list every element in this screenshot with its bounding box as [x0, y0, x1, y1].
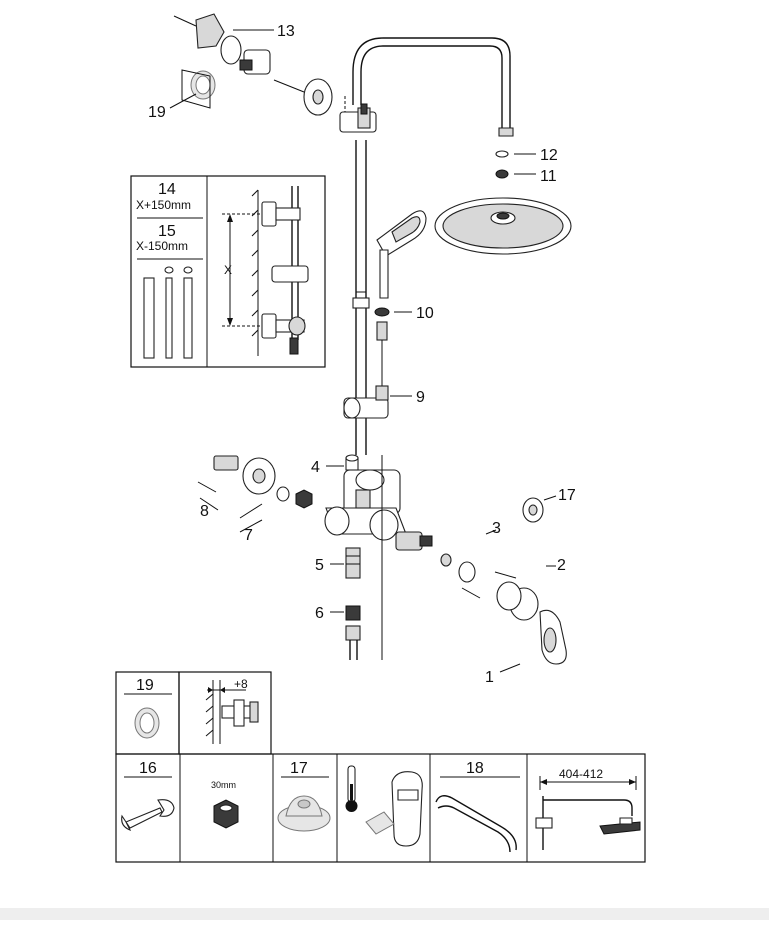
mixer-lever-icon	[365, 771, 423, 847]
callout-3: 3	[492, 520, 501, 537]
cover-cap-icon	[277, 795, 331, 832]
callout-8: 8	[200, 503, 209, 520]
wall-rosette-upper	[303, 78, 333, 116]
detail-box-nut: 30mm	[211, 780, 239, 829]
shower-arm-icon	[435, 795, 517, 853]
thermostat-body	[324, 469, 407, 541]
extension-pipes	[143, 266, 193, 359]
callout-12: 12	[540, 147, 558, 164]
hand-shower-holder-9	[343, 385, 389, 419]
lower-hose	[349, 455, 383, 660]
callout-7: 7	[244, 527, 253, 544]
shower-head	[434, 197, 572, 255]
detail-box-arm-reach: 404-412	[535, 767, 641, 850]
callout-11: 11	[540, 168, 557, 185]
s-union-8	[213, 455, 276, 495]
nut-6	[345, 605, 361, 641]
dimension-x-label: X	[224, 263, 232, 277]
handle-lever-1	[539, 609, 567, 665]
hose-nut-10	[374, 307, 390, 390]
extension-inset: 14 X+150mm 15 X-150mm	[130, 175, 326, 368]
detail-box-17-number: 17	[290, 760, 308, 777]
hand-shower	[376, 210, 427, 299]
seal-washer-12	[495, 150, 509, 158]
callout-1: 1	[485, 669, 494, 686]
inset-riser	[261, 186, 309, 355]
detail-box-19-number: 19	[136, 677, 154, 694]
wrench-icon	[121, 799, 175, 832]
callout-5: 5	[315, 557, 324, 574]
limit-stop-3	[440, 553, 517, 599]
detail-row-bottom	[115, 753, 646, 863]
wall-mount-13	[173, 13, 305, 93]
arm-reach-value: 404-412	[559, 767, 603, 781]
callout-2: 2	[557, 557, 566, 574]
detail-box-temperature	[345, 765, 423, 847]
detail-box-16: 16	[121, 760, 175, 832]
inset-item-14: 14	[158, 181, 176, 198]
inset-item-14-text: X+150mm	[136, 198, 191, 212]
dimension-x: X	[222, 213, 262, 327]
callout-13: 13	[277, 23, 295, 40]
inset-item-15-text: X-150mm	[136, 239, 188, 253]
callout-labels: 13 19 12 11 10 9 4 17 8 3 7 2 5 6 1	[148, 23, 576, 686]
detail-box-18: 18	[435, 760, 520, 853]
detail-box-18-number: 18	[466, 760, 484, 777]
check-valve-5	[345, 547, 361, 579]
detail-box-16-number: 16	[139, 760, 157, 777]
escutcheon-2	[496, 581, 539, 621]
callout-6: 6	[315, 605, 324, 622]
nut-size-label: 30mm	[211, 780, 236, 790]
cover-cap-17	[522, 497, 544, 523]
seal-washer-11	[495, 169, 509, 179]
callout-9: 9	[416, 389, 425, 406]
page-bottom-strip	[0, 908, 769, 920]
callout-10: 10	[416, 305, 434, 322]
callout-19: 19	[148, 104, 166, 121]
callout-4: 4	[311, 459, 320, 476]
cap-4	[345, 454, 359, 471]
detail-box-17: 17	[277, 760, 331, 832]
wall-bracket-upper	[339, 96, 377, 133]
detail-box-19: 19	[115, 671, 180, 755]
thermometer-icon	[345, 765, 358, 812]
arm-with-head-icon	[535, 796, 641, 850]
detail-box-offset: +8	[178, 671, 272, 755]
spacer-ring-19	[190, 70, 216, 100]
leader-lines	[169, 29, 557, 673]
inset-item-15: 15	[158, 223, 176, 240]
nut-seal-7	[276, 486, 313, 509]
offset-value: +8	[234, 677, 248, 691]
inset-wall	[251, 189, 259, 356]
hex-nut-icon	[213, 799, 239, 829]
valve-cartridge	[395, 531, 433, 551]
callout-17: 17	[558, 487, 576, 504]
